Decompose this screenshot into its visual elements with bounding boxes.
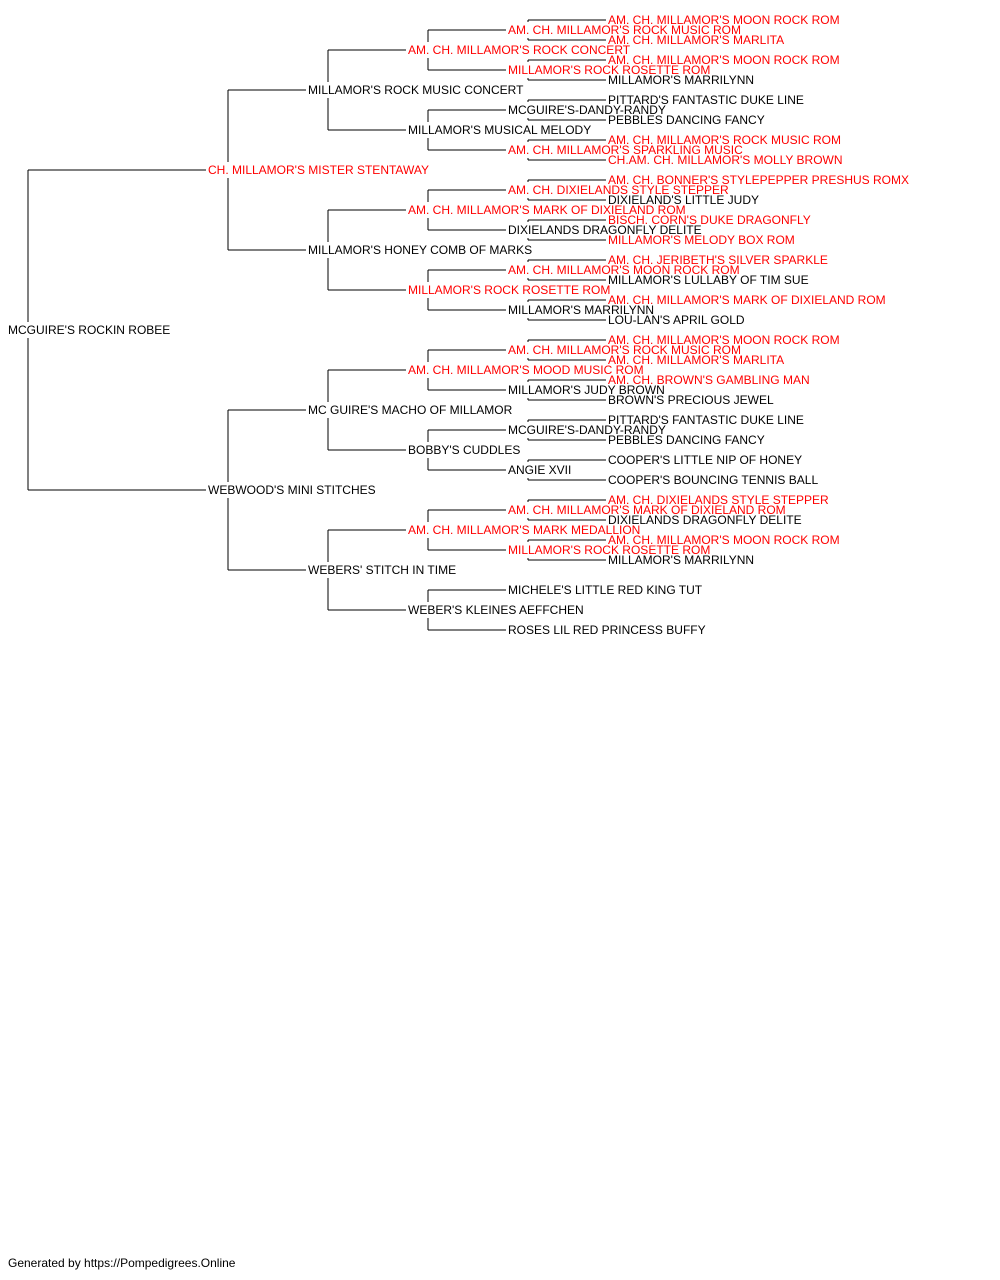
grandparent-name: MILLAMOR'S HONEY COMB OF MARKS xyxy=(308,243,532,257)
gen6-ancestor-name: AM. CH. MILLAMOR'S MOON ROCK ROM xyxy=(608,13,840,27)
gen6-ancestor-name: DIXIELANDS DRAGONFLY DELITE xyxy=(608,513,802,527)
gen6-ancestor-name: AM. CH. MILLAMOR'S MOON ROCK ROM xyxy=(608,333,840,347)
gen6-ancestor-name: BISCH. CORN'S DUKE DRAGONFLY xyxy=(608,213,811,227)
great-grandparent-name: AM. CH. MILLAMOR'S ROCK CONCERT xyxy=(408,43,631,57)
great-great-grandparent-name: ANGIE XVII xyxy=(508,463,571,477)
gen6-ancestor-name: PITTARD'S FANTASTIC DUKE LINE xyxy=(608,413,804,427)
great-great-grandparent-name: MICHELE'S LITTLE RED KING TUT xyxy=(508,583,703,597)
parent-name: CH. MILLAMOR'S MISTER STENTAWAY xyxy=(208,163,429,177)
great-great-grandparent-name: DIXIELANDS DRAGONFLY DELITE xyxy=(508,223,702,237)
grandparent-name: WEBERS' STITCH IN TIME xyxy=(308,563,456,577)
gen6-ancestor-name: COOPER'S BOUNCING TENNIS BALL xyxy=(608,473,818,487)
great-great-grandparent-name: MILLAMOR'S JUDY BROWN xyxy=(508,383,665,397)
great-great-grandparent-name: AM. CH. DIXIELANDS STYLE STEPPER xyxy=(508,183,729,197)
gen6-ancestor-name: AM. CH. JERIBETH'S SILVER SPARKLE xyxy=(608,253,828,267)
great-grandparent-name: AM. CH. MILLAMOR'S MARK OF DIXIELAND ROM xyxy=(408,203,686,217)
gen6-ancestor-name: AM. CH. MILLAMOR'S ROCK MUSIC ROM xyxy=(608,133,841,147)
great-great-grandparent-name: AM. CH. MILLAMOR'S ROCK MUSIC ROM xyxy=(508,23,741,37)
gen6-ancestor-name: AM. CH. BONNER'S STYLEPEPPER PRESHUS ROM… xyxy=(608,173,909,187)
great-great-grandparent-name: AM. CH. MILLAMOR'S ROCK MUSIC ROM xyxy=(508,343,741,357)
gen6-ancestor-name: MILLAMOR'S MARRILYNN xyxy=(608,73,754,87)
grandparent-name: MILLAMOR'S ROCK MUSIC CONCERT xyxy=(308,83,524,97)
great-great-grandparent-name: MILLAMOR'S ROCK ROSETTE ROM xyxy=(508,63,710,77)
grandparent-name: MC GUIRE'S MACHO OF MILLAMOR xyxy=(308,403,513,417)
great-grandparent-name: BOBBY'S CUDDLES xyxy=(408,443,520,457)
gen6-ancestor-name: PITTARD'S FANTASTIC DUKE LINE xyxy=(608,93,804,107)
gen6-ancestor-name: AM. CH. MILLAMOR'S MARLITA xyxy=(608,353,784,367)
gen6-ancestor-name: COOPER'S LITTLE NIP OF HONEY xyxy=(608,453,802,467)
great-grandparent-name: AM. CH. MILLAMOR'S MARK MEDALLION xyxy=(408,523,640,537)
gen6-ancestor-name: DIXIELAND'S LITTLE JUDY xyxy=(608,193,759,207)
gen6-ancestor-name: AM. CH. DIXIELANDS STYLE STEPPER xyxy=(608,493,829,507)
great-great-grandparent-name: AM. CH. MILLAMOR'S MARK OF DIXIELAND ROM xyxy=(508,503,786,517)
gen6-ancestor-name: MILLAMOR'S LULLABY OF TIM SUE xyxy=(608,273,809,287)
great-great-grandparent-name: MILLAMOR'S ROCK ROSETTE ROM xyxy=(508,543,710,557)
parent-name: WEBWOOD'S MINI STITCHES xyxy=(208,483,376,497)
great-great-grandparent-name: MCGUIRE'S-DANDY-RANDY xyxy=(508,103,666,117)
great-great-grandparent-name: ROSES LIL RED PRINCESS BUFFY xyxy=(508,623,706,637)
gen6-ancestor-name: AM. CH. MILLAMOR'S MARK OF DIXIELAND ROM xyxy=(608,293,886,307)
great-grandparent-name: WEBER'S KLEINES AEFFCHEN xyxy=(408,603,584,617)
great-great-grandparent-name: AM. CH. MILLAMOR'S SPARKLING MUSIC xyxy=(508,143,743,157)
subject-name: MCGUIRE'S ROCKIN ROBEE xyxy=(8,323,170,337)
gen6-ancestor-name: PEBBLES DANCING FANCY xyxy=(608,433,765,447)
gen6-ancestor-name: MILLAMOR'S MARRILYNN xyxy=(608,553,754,567)
great-great-grandparent-name: MILLAMOR'S MARRILYNN xyxy=(508,303,654,317)
gen6-ancestor-name: MILLAMOR'S MELODY BOX ROM xyxy=(608,233,795,247)
great-great-grandparent-name: AM. CH. MILLAMOR'S MOON ROCK ROM xyxy=(508,263,740,277)
gen6-ancestor-name: BROWN'S PRECIOUS JEWEL xyxy=(608,393,774,407)
great-grandparent-name: MILLAMOR'S MUSICAL MELODY xyxy=(408,123,591,137)
gen6-ancestor-name: AM. CH. MILLAMOR'S MARLITA xyxy=(608,33,784,47)
gen6-ancestor-name: AM. CH. BROWN'S GAMBLING MAN xyxy=(608,373,810,387)
gen6-ancestor-name: CH.AM. CH. MILLAMOR'S MOLLY BROWN xyxy=(608,153,843,167)
gen6-ancestor-name: LOU-LAN'S APRIL GOLD xyxy=(608,313,745,327)
gen6-ancestor-name: AM. CH. MILLAMOR'S MOON ROCK ROM xyxy=(608,533,840,547)
gen6-ancestor-name: AM. CH. MILLAMOR'S MOON ROCK ROM xyxy=(608,53,840,67)
gen6-ancestor-name: PEBBLES DANCING FANCY xyxy=(608,113,765,127)
great-great-grandparent-name: MCGUIRE'S-DANDY-RANDY xyxy=(508,423,666,437)
pedigree-tree: MCGUIRE'S ROCKIN ROBEE CH. MILLAMOR'S MIS… xyxy=(8,13,909,637)
great-grandparent-name: MILLAMOR'S ROCK ROSETTE ROM xyxy=(408,283,610,297)
great-grandparent-name: AM. CH. MILLAMOR'S MOOD MUSIC ROM xyxy=(408,363,644,377)
generated-by-footer: Generated by https://Pompedigrees.Online xyxy=(8,1256,236,1270)
